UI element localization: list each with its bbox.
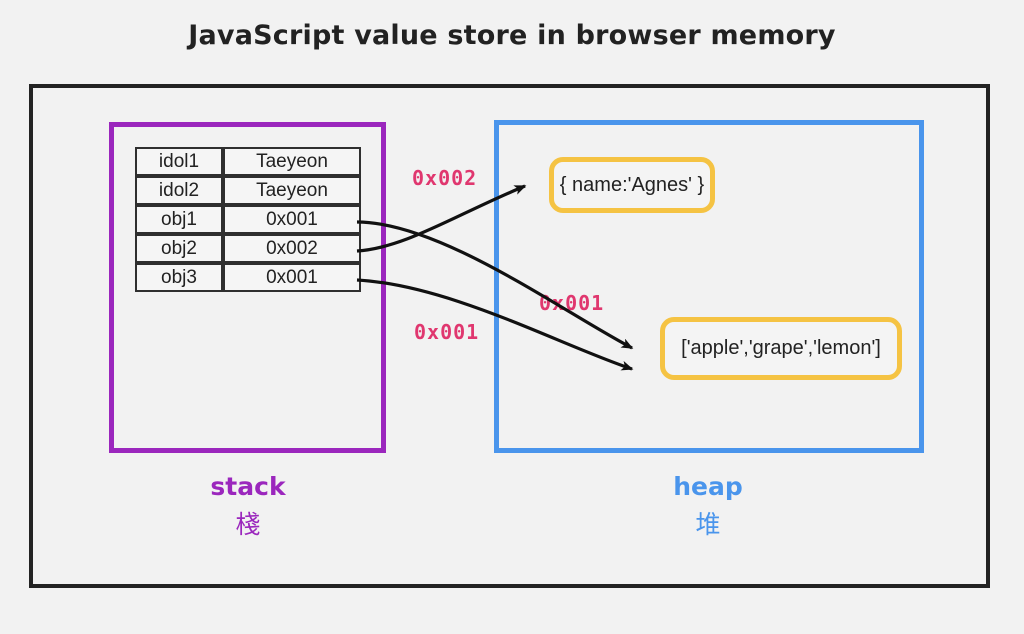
table-row: obj1 0x001 (135, 205, 361, 234)
stack-caption-en: stack (210, 472, 286, 501)
page-title: JavaScript value store in browser memory (188, 20, 836, 51)
stack-row-value: 0x001 (223, 205, 361, 234)
heap-node-array-text: ['apple','grape','lemon'] (681, 337, 881, 359)
pointer-label-0x001-obj3: 0x001 (414, 320, 480, 344)
stack-row-value: Taeyeon (223, 176, 361, 205)
pointer-label-0x002: 0x002 (412, 166, 478, 190)
pointer-label-0x001-obj1: 0x001 (539, 291, 605, 315)
stack-row-name: obj2 (135, 234, 223, 263)
heap-caption-zh: 堆 (695, 510, 721, 540)
heap-node-object-text: { name:'Agnes' } (559, 173, 705, 196)
stack-row-name: idol1 (135, 147, 223, 176)
heap-node-object: { name:'Agnes' } (549, 157, 715, 213)
heap-caption-en: heap (673, 472, 743, 501)
stack-row-name: obj3 (135, 263, 223, 292)
stack-caption-zh: 棧 (235, 510, 261, 540)
stack-row-name: idol2 (135, 176, 223, 205)
table-row: idol1 Taeyeon (135, 147, 361, 176)
stack-row-value: Taeyeon (223, 147, 361, 176)
stack-row-name: obj1 (135, 205, 223, 234)
heap-node-array: ['apple','grape','lemon'] (660, 317, 902, 380)
table-row: obj2 0x002 (135, 234, 361, 263)
stack-caption: stack 棧 (148, 472, 348, 540)
table-row: obj3 0x001 (135, 263, 361, 292)
stack-table: idol1 Taeyeon idol2 Taeyeon obj1 0x001 o… (135, 147, 361, 292)
stack-row-value: 0x001 (223, 263, 361, 292)
stack-row-value: 0x002 (223, 234, 361, 263)
heap-caption: heap 堆 (608, 472, 808, 540)
memory-frame (29, 84, 990, 588)
table-row: idol2 Taeyeon (135, 176, 361, 205)
